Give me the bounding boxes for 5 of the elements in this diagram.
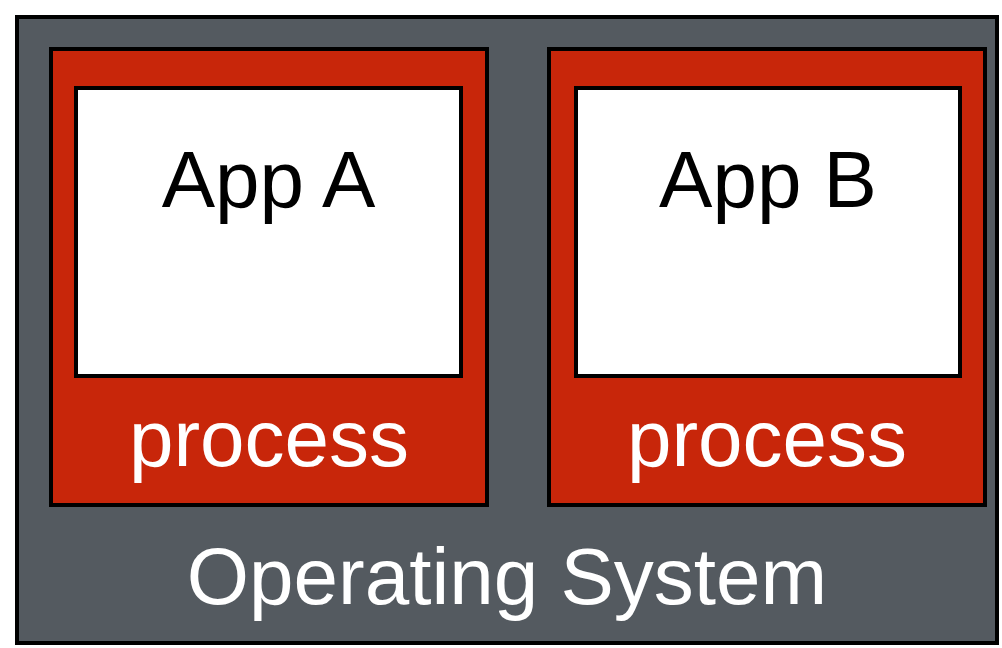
process-box <box>547 47 987 507</box>
app-box <box>574 86 962 378</box>
system-panel <box>15 15 999 645</box>
app-box <box>74 86 463 378</box>
process-box <box>49 47 489 507</box>
